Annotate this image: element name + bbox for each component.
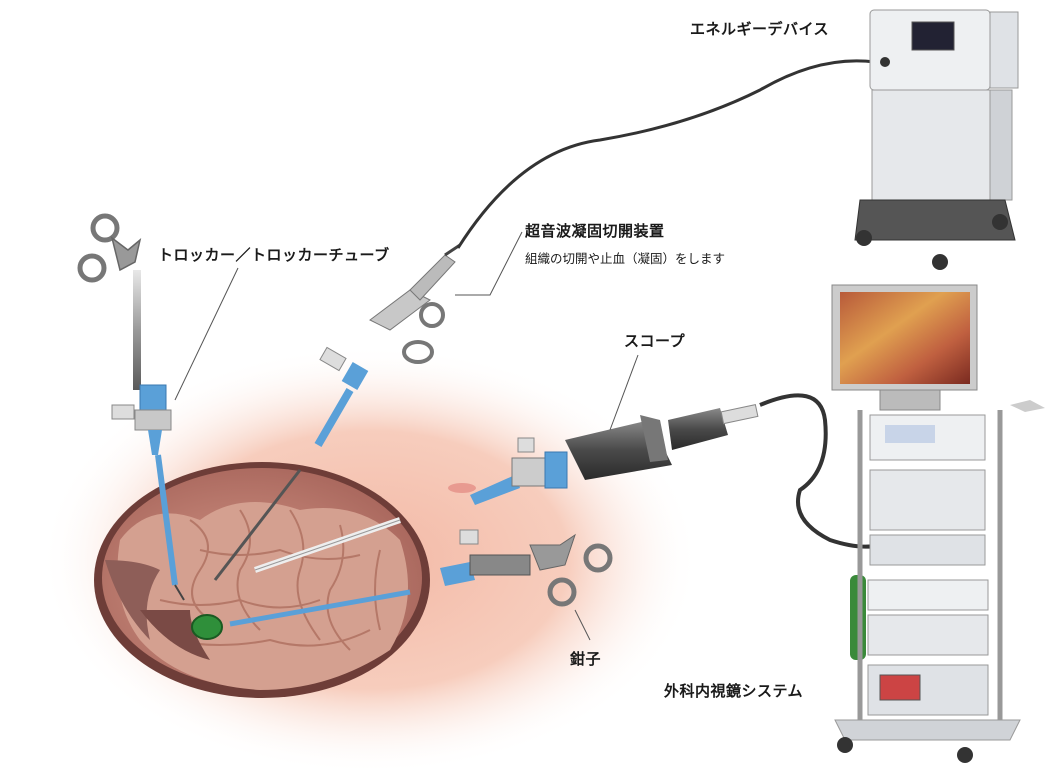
endoscope-system <box>831 284 1045 763</box>
trocar-instrument <box>77 213 185 601</box>
leader-lines <box>174 231 639 641</box>
endoscope-system-label: 外科内視鏡システム <box>664 682 804 700</box>
scope-label: スコープ <box>624 332 686 350</box>
energy-device-cart <box>854 9 1019 270</box>
incision-mark <box>448 483 476 493</box>
ultrasonic-title-label: 超音波凝固切開装置 <box>525 222 665 240</box>
ultrasonic-device <box>213 243 461 581</box>
forceps-label: 鉗子 <box>570 650 602 668</box>
energy-cable <box>456 59 876 249</box>
scope-cable <box>759 393 881 549</box>
tumor <box>191 614 223 640</box>
energy-device-label: エネルギーデバイス <box>690 20 830 38</box>
ultrasonic-desc-label: 組織の切開や止血（凝固）をします <box>525 251 726 266</box>
abdominal-cavity <box>94 462 430 698</box>
trocar-label: トロッカー／トロッカーチューブ <box>158 246 390 264</box>
scope-instrument <box>470 404 759 505</box>
forceps-instrument <box>229 529 613 627</box>
